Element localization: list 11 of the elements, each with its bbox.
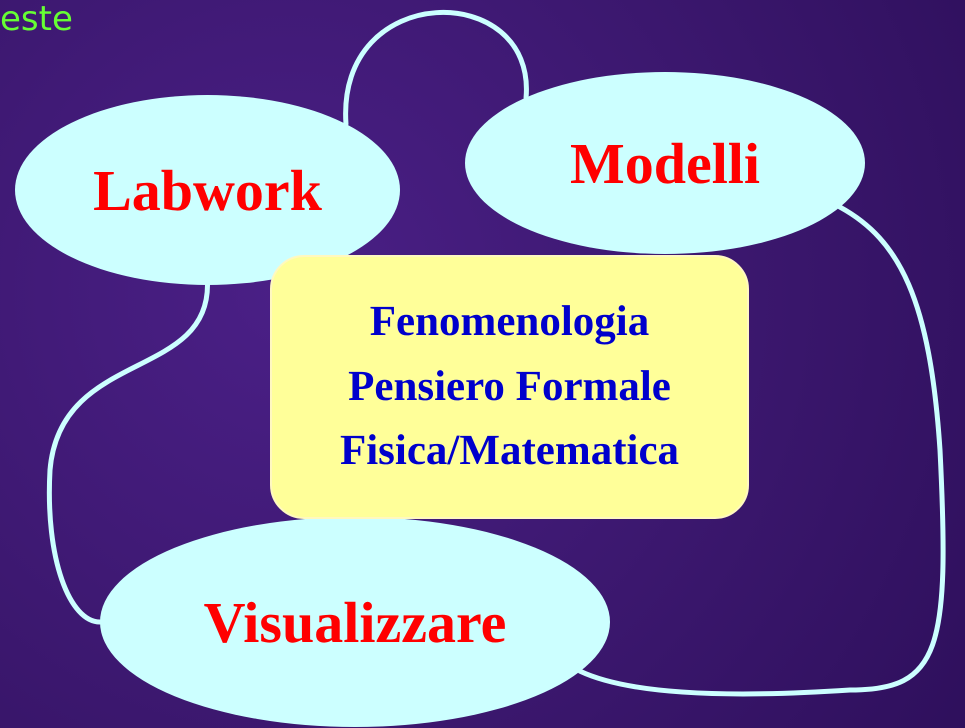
node-label: Modelli [570, 130, 760, 196]
node-label: Labwork [93, 156, 322, 224]
connector-line [343, 10, 529, 126]
box-text: Fenomenologia [370, 297, 650, 348]
box-text: Fisica/Matematica [340, 426, 680, 476]
box-text: Pensiero Formale [348, 362, 671, 412]
connector-line [46, 282, 210, 624]
node-label: Visualizzare [204, 588, 506, 656]
note-text: este [0, 2, 73, 36]
connector-line [578, 204, 946, 696]
rounded-box [270, 255, 749, 519]
